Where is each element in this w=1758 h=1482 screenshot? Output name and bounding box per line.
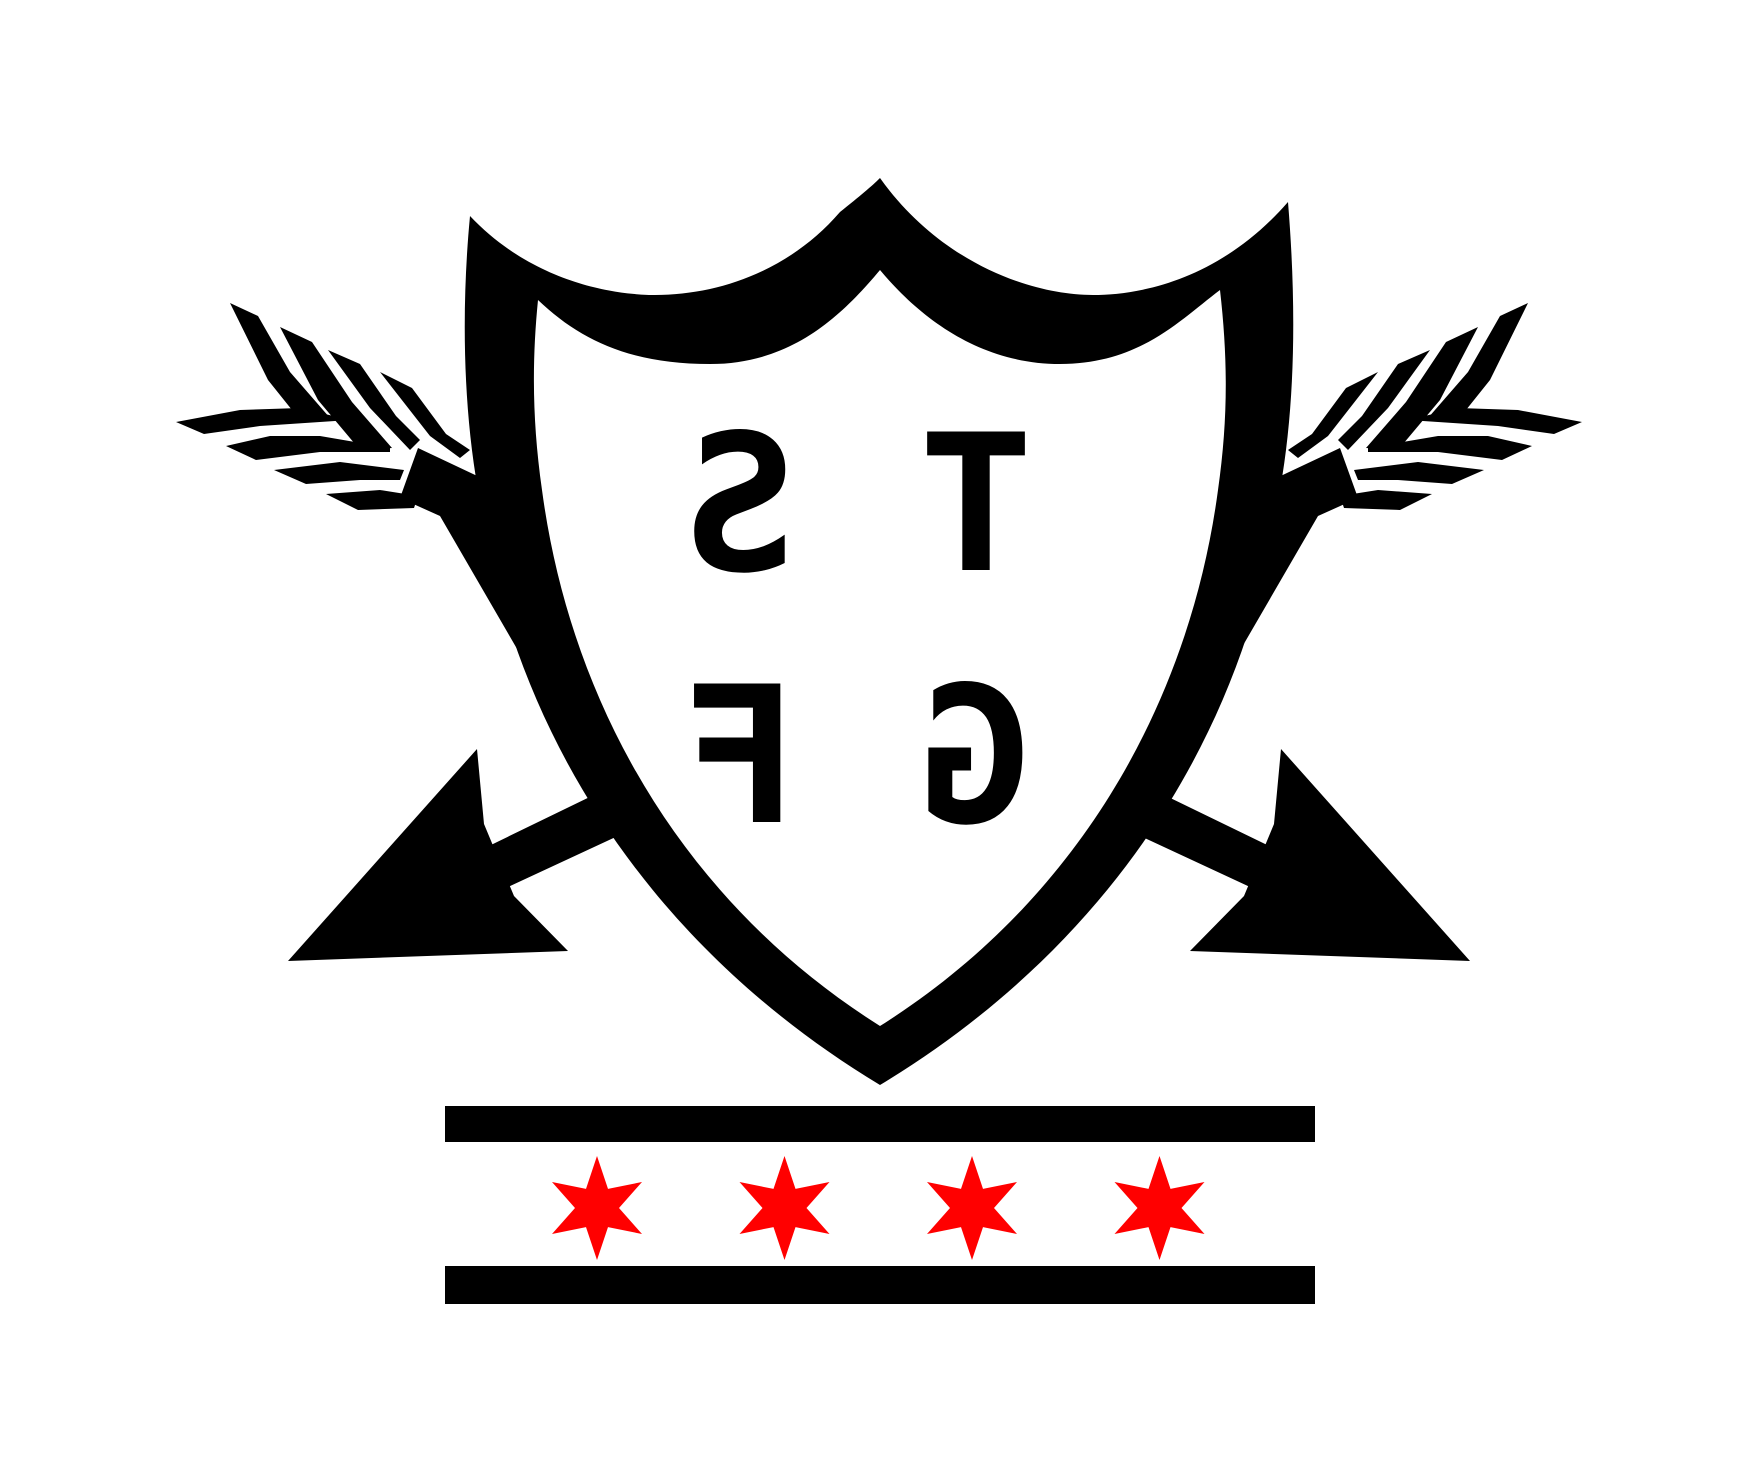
logo-letter-s: S: [683, 394, 797, 615]
six-point-star-icon: [927, 1156, 1017, 1260]
logo-letter-t: T: [919, 394, 1033, 615]
arrow-left-head: [288, 749, 568, 961]
logo-lettering: S T F G: [683, 394, 1033, 867]
shield-inner: [533, 270, 1226, 1026]
flag-bar-top: [445, 1106, 1315, 1142]
six-point-star-icon: [739, 1156, 830, 1260]
six-point-star-icon: [1114, 1156, 1205, 1260]
flag-stars: [552, 1156, 1205, 1260]
flag-bar-bottom: [445, 1266, 1315, 1304]
arrow-left-fletching: [176, 303, 470, 510]
six-point-star-icon: [552, 1156, 642, 1260]
arrow-left-icon: [176, 303, 635, 961]
logo-letter-g: G: [919, 646, 1033, 867]
arrow-right-fletching: [1288, 303, 1582, 510]
logo-letter-f: F: [683, 646, 797, 867]
arrow-right-icon: [1123, 303, 1582, 961]
arrow-right-shaft: [1123, 448, 1358, 900]
arrow-left-shaft: [400, 448, 635, 900]
shield-icon: [464, 178, 1294, 1085]
arrow-right-head: [1190, 749, 1470, 961]
